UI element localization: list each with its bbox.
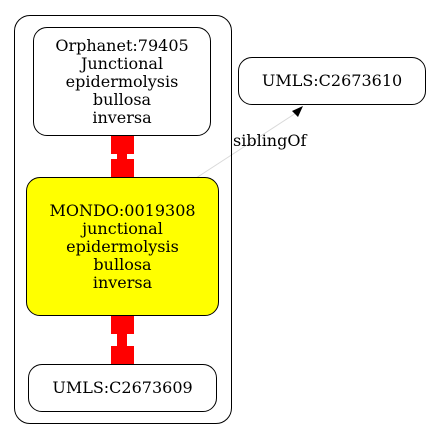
sibling-of-edge-label: siblingOf	[233, 131, 307, 150]
node-mondo-line-4: bullosa	[93, 254, 152, 274]
sibling-of-arrowhead	[292, 106, 303, 117]
node-mondo-line-5: inversa	[92, 272, 153, 292]
node-umls-c2673610-label: UMLS:C2673610	[261, 71, 403, 90]
node-umls-c2673609[interactable]: UMLS:C2673609	[28, 364, 217, 412]
node-mondo-line-1: MONDO:0019308	[49, 200, 196, 220]
clique-cluster	[14, 15, 232, 424]
node-mondo-line-2: junctional	[82, 218, 163, 238]
equivalence-edge-upper-tail-marker	[111, 132, 134, 154]
node-orphanet-line-1: Orphanet:79405	[55, 35, 189, 55]
equivalence-edge-upper-head-marker	[111, 159, 134, 181]
node-orphanet-line-4: bullosa	[92, 89, 152, 109]
node-orphanet-79405[interactable]: Orphanet:79405 Junctional epidermolysis …	[33, 27, 211, 136]
equivalence-edge-lower-head-marker	[111, 346, 134, 368]
equivalence-edge-lower-tail-marker	[111, 312, 134, 334]
node-mondo-line-3: epidermolysis	[66, 236, 179, 256]
sibling-of-edge	[192, 112, 297, 181]
node-umls-c2673609-label: UMLS:C2673609	[52, 378, 193, 397]
node-orphanet-line-2: Junctional	[80, 53, 164, 73]
node-orphanet-line-5: inversa	[92, 107, 152, 127]
node-orphanet-line-3: epidermolysis	[65, 71, 179, 91]
node-mondo-0019308[interactable]: MONDO:0019308 junctional epidermolysis b…	[26, 177, 219, 316]
node-umls-c2673610[interactable]: UMLS:C2673610	[238, 57, 426, 105]
equivalence-edge-lower-line	[117, 328, 127, 350]
equivalence-edge-upper-line	[117, 148, 127, 168]
